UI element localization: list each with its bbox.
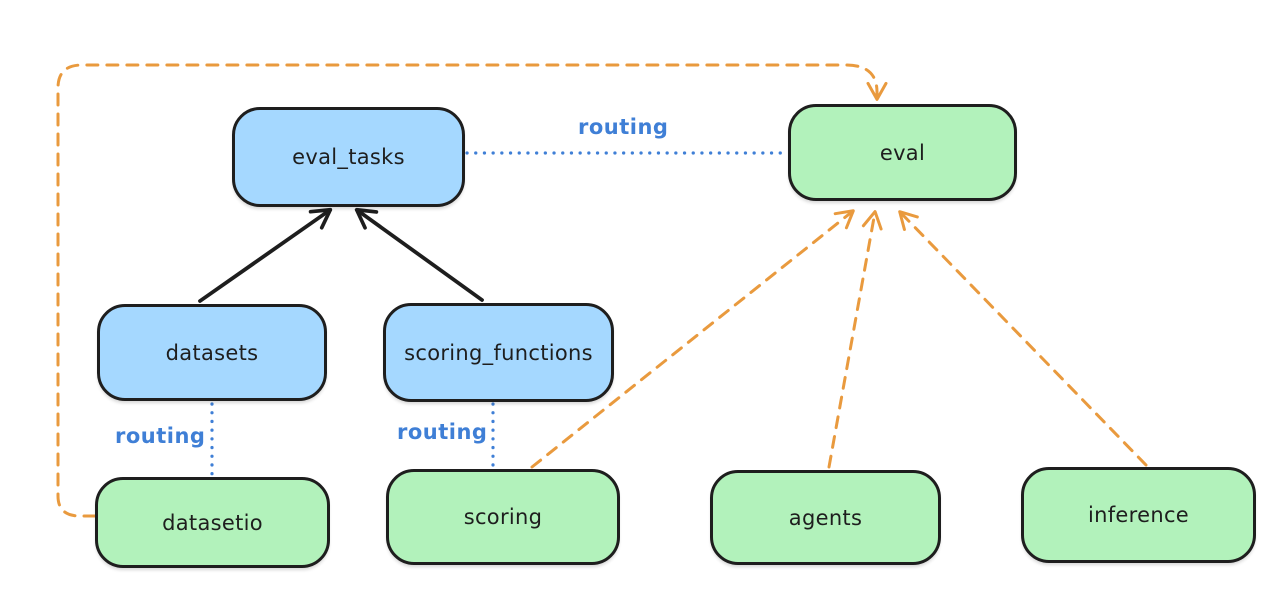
edge-agents-to-eval	[827, 210, 883, 469]
node-eval: eval	[788, 104, 1017, 201]
edge-scoring-to-eval	[530, 209, 855, 469]
node-eval-label: eval	[879, 140, 926, 165]
node-scoring-label: scoring	[463, 505, 543, 529]
node-datasetio-label: datasetio	[162, 510, 263, 535]
node-datasets: datasets	[97, 304, 327, 401]
node-scoring_functions-label: scoring_functions	[404, 340, 593, 365]
edge-datasets-to-eval_tasks	[198, 207, 333, 303]
edge-datasetio-to-eval	[56, 63, 888, 518]
routing-label-scoring_functions-scoring: routing	[397, 420, 488, 444]
edge-inference-to-eval	[898, 210, 1148, 467]
routing-label-eval_tasks-eval: routing	[578, 115, 669, 139]
node-inference-label: inference	[1087, 503, 1190, 527]
node-datasetio: datasetio	[95, 477, 330, 568]
node-inference: inference	[1021, 467, 1256, 563]
routing-label-datasets-datasetio: routing	[115, 424, 206, 448]
node-scoring: scoring	[386, 469, 620, 565]
node-agents: agents	[710, 470, 941, 565]
edge-scoring_functions-to-eval_tasks	[354, 207, 484, 302]
node-eval_tasks-label: eval_tasks	[292, 145, 405, 169]
node-datasets-label: datasets	[165, 340, 259, 365]
node-agents-label: agents	[788, 505, 863, 530]
node-eval_tasks: eval_tasks	[232, 107, 465, 207]
node-scoring_functions: scoring_functions	[383, 303, 614, 402]
